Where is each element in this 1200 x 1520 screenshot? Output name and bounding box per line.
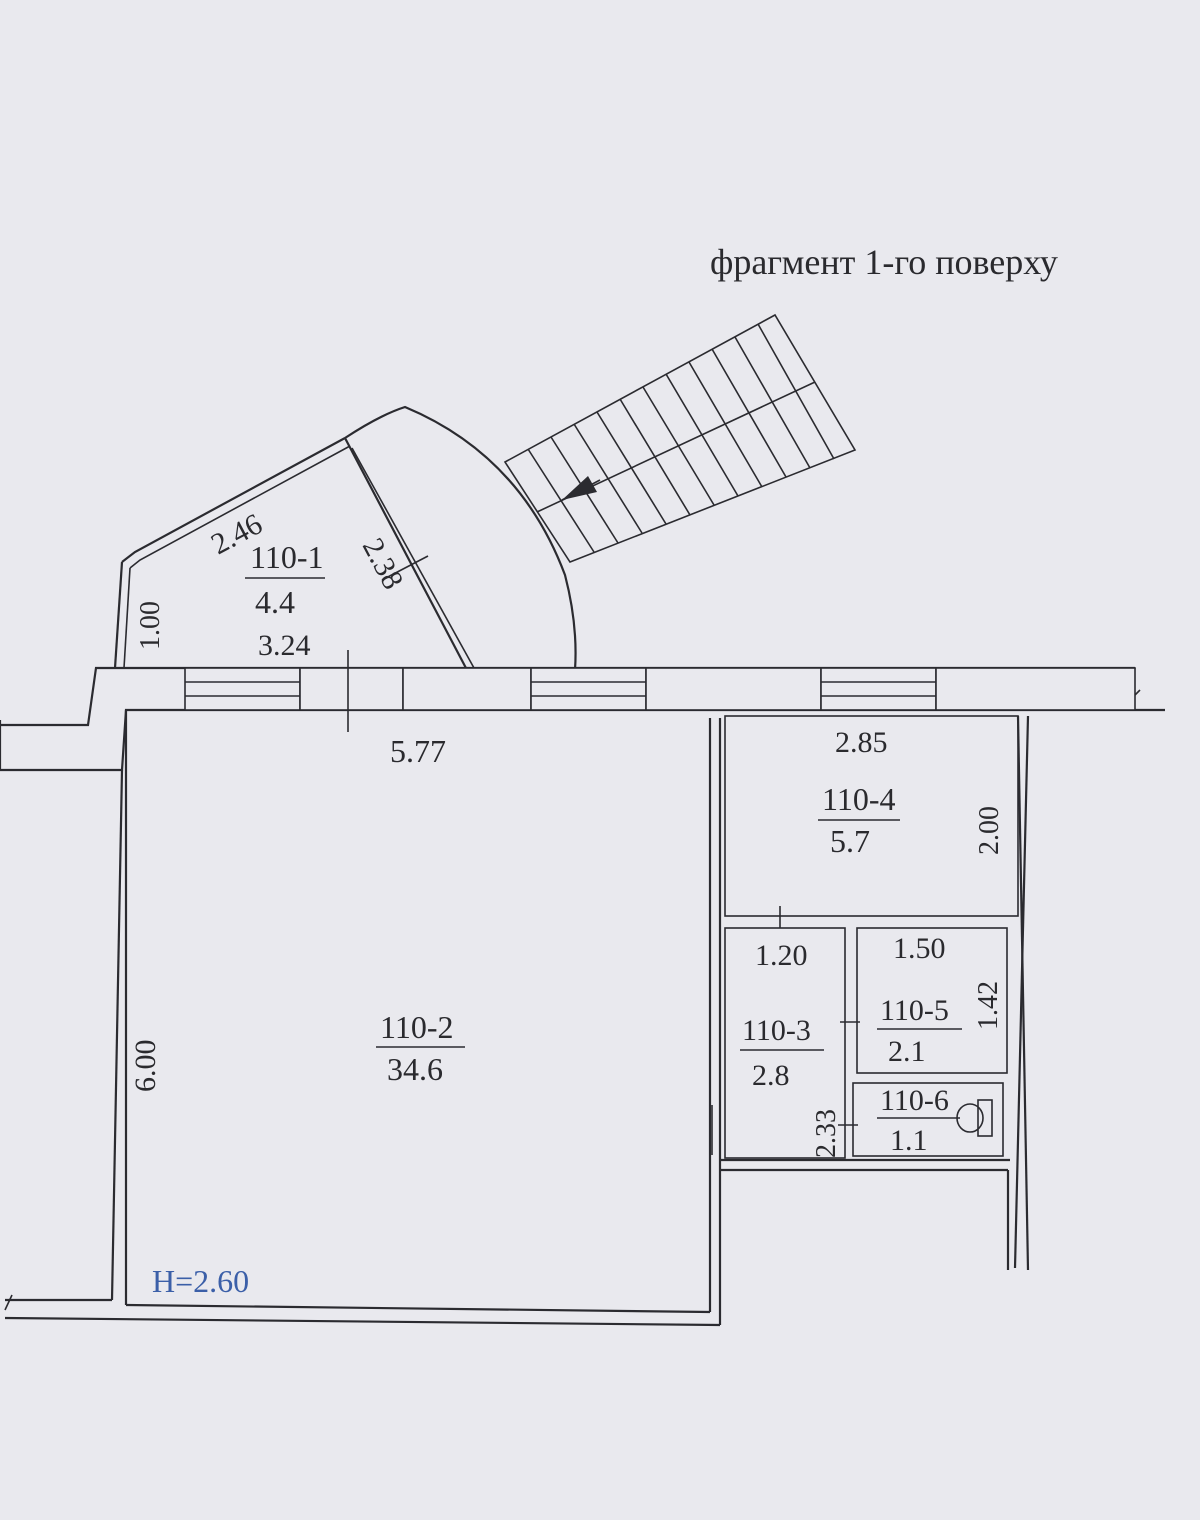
- dimension-3-24: 3.24: [258, 629, 311, 662]
- room-id: 110-4: [822, 781, 895, 817]
- dimension-2-38: 2.38: [356, 533, 410, 595]
- dimension-2-85: 2.85: [835, 726, 888, 759]
- room-110-1-label: 110-1 4.4: [245, 539, 325, 620]
- room-id: 110-2: [380, 1009, 453, 1045]
- dimension-1-50: 1.50: [893, 932, 946, 965]
- room-area: 1.1: [890, 1124, 928, 1157]
- dimension-2-00: 2.00: [974, 806, 1005, 855]
- window: [820, 667, 937, 711]
- toilet-icon: [956, 1099, 993, 1137]
- stair-arrow-icon: [561, 476, 601, 501]
- room-id: 110-5: [880, 994, 949, 1027]
- stair-steps: [527, 323, 835, 553]
- entrance-landing: [344, 405, 577, 671]
- room-area: 34.6: [387, 1051, 443, 1087]
- dimension-5-77: 5.77: [390, 733, 446, 769]
- wall-pier: [935, 667, 1136, 711]
- room-id: 110-1: [250, 539, 323, 575]
- wall-pier: [402, 667, 532, 711]
- room-110-2-walls: [4, 710, 722, 1327]
- room-110-3-label: 110-3 2.8: [740, 1014, 824, 1092]
- dimension-1-42: 1.42: [973, 981, 1004, 1030]
- room-110-6-label: 110-6 1.1: [877, 1084, 960, 1157]
- dimension-2-33: 2.33: [811, 1109, 842, 1158]
- dimension-1-20: 1.20: [755, 939, 808, 972]
- room-110-4-label: 110-4 5.7: [818, 781, 900, 859]
- room-id: 110-6: [880, 1084, 949, 1117]
- room-area: 2.1: [888, 1035, 926, 1068]
- room-id: 110-3: [742, 1014, 811, 1047]
- service-rooms-walls: [711, 927, 1010, 1270]
- room-110-4-walls: [724, 715, 1030, 1271]
- room-area: 4.4: [255, 584, 295, 620]
- room-110-5-label: 110-5 2.1: [877, 994, 962, 1068]
- front-wall: [0, 650, 1165, 772]
- dimension-6-00: 6.00: [129, 1040, 162, 1093]
- wall-pier: [299, 667, 404, 711]
- dimension-1-00: 1.00: [135, 601, 166, 650]
- room-110-1-walls: [113, 437, 351, 669]
- window: [184, 667, 301, 711]
- wall-pier: [645, 667, 822, 711]
- room-area: 2.8: [752, 1059, 790, 1092]
- staircase: [503, 313, 857, 563]
- room-area: 5.7: [830, 823, 870, 859]
- ceiling-height-label: H=2.60: [152, 1263, 249, 1299]
- room-110-2-label: 110-2 34.6: [376, 1009, 465, 1087]
- plan-title: фрагмент 1-го поверху: [710, 242, 1058, 282]
- window: [530, 667, 647, 711]
